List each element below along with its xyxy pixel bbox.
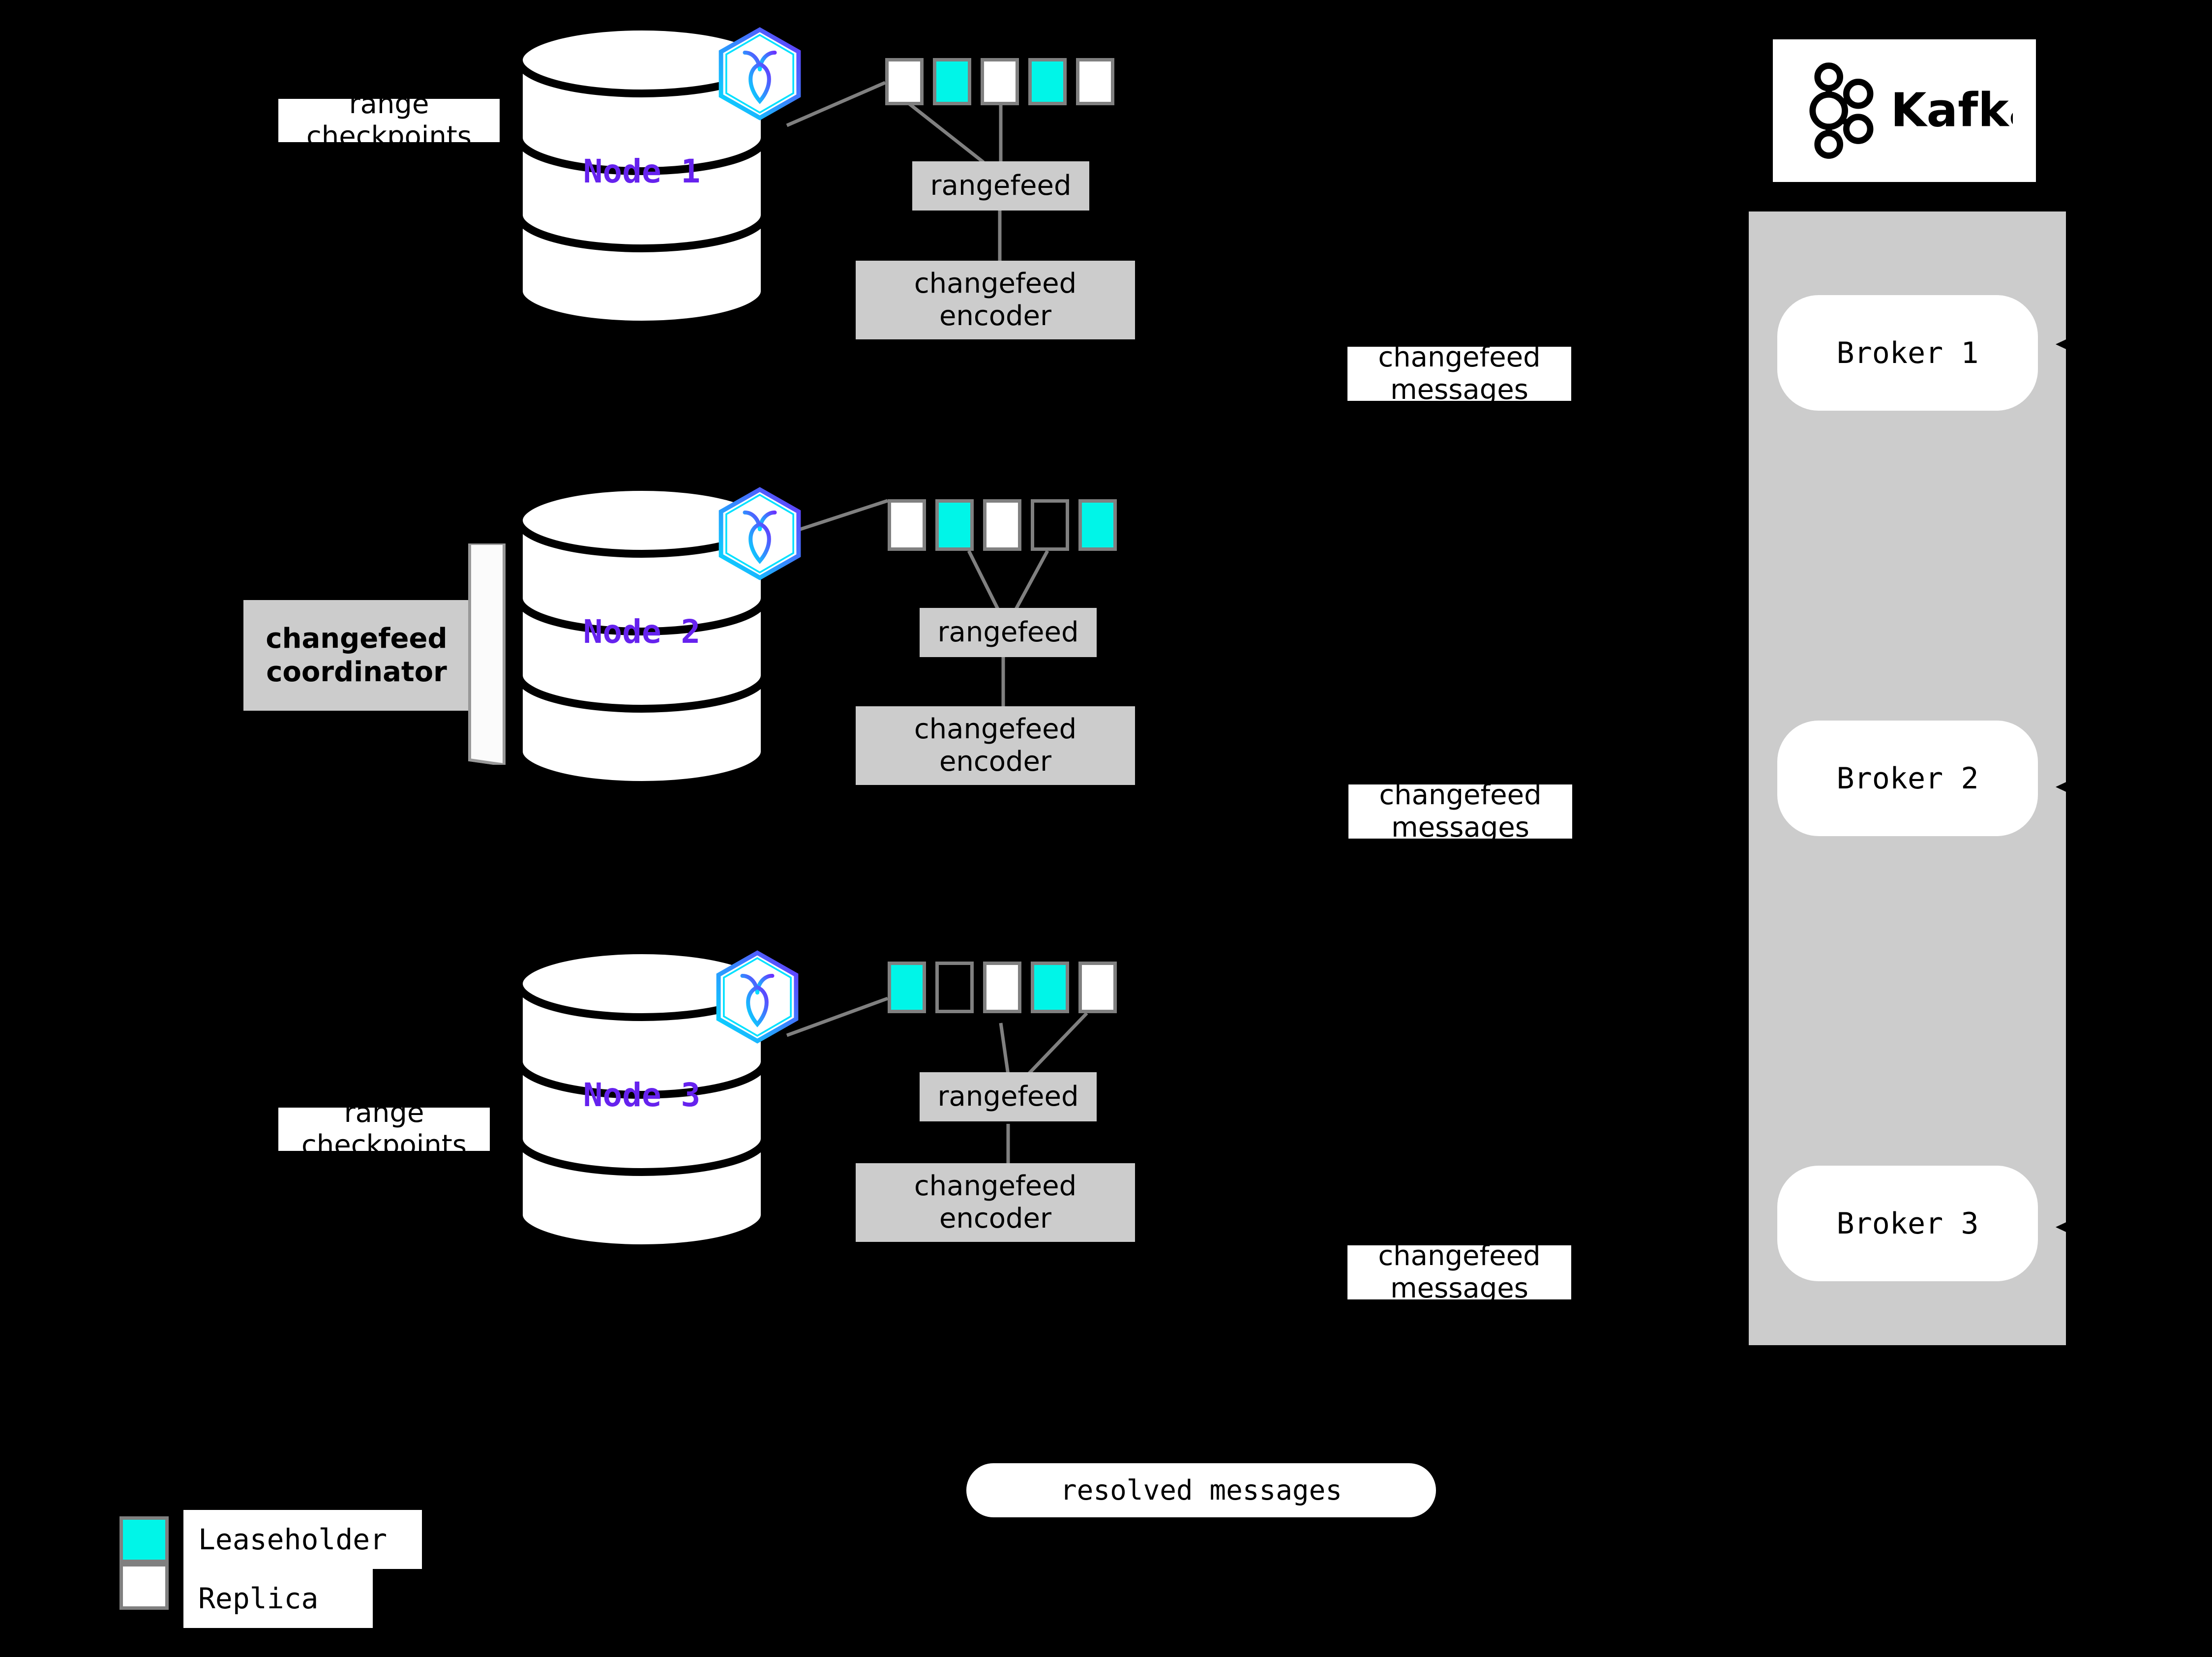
node-1-label: Node 1	[583, 152, 701, 190]
range-box[interactable]	[888, 962, 926, 1013]
node-2-changefeed-coordinator-callout	[243, 542, 519, 767]
range-box[interactable]	[1078, 962, 1117, 1013]
kafka-logo-text: Kafka	[1890, 83, 2013, 137]
node-2-cylinder: Node 2	[514, 483, 770, 789]
legend-swatch-leaseholder	[120, 1516, 169, 1563]
range-box[interactable]	[885, 58, 924, 105]
changefeed-messages-label-2: changefeed messages	[1348, 784, 1572, 839]
arrow-head-broker-1	[2056, 337, 2071, 352]
legend-label-leaseholder: Leaseholder	[183, 1510, 422, 1569]
node-1-range-strip	[885, 58, 1124, 105]
node-1-range-checkpoints-label: range checkpoints	[278, 99, 500, 142]
cockroachdb-logo-icon	[713, 950, 802, 1044]
node-1-cylinder: Node 1	[514, 23, 770, 329]
range-box[interactable]	[933, 58, 971, 105]
range-box[interactable]	[1028, 58, 1067, 105]
node-2-changefeed-encoder-box[interactable]: changefeed encoder	[856, 706, 1135, 785]
cockroachdb-logo-icon	[716, 27, 804, 121]
range-box[interactable]	[935, 962, 974, 1013]
node-1-rangefeed-box[interactable]: rangefeed	[912, 161, 1089, 211]
node-2-range-strip	[888, 499, 1126, 551]
node-2-coordinator-label: changefeed coordinator	[266, 623, 448, 688]
node-3-cylinder: Node 3	[514, 946, 770, 1252]
range-box[interactable]	[1078, 499, 1117, 551]
range-box[interactable]	[981, 58, 1019, 105]
kafka-inbound-arrows	[2056, 337, 2071, 1235]
arrow-head-broker-2	[2056, 780, 2071, 794]
range-box[interactable]	[935, 499, 974, 551]
range-box[interactable]	[1031, 962, 1069, 1013]
legend-label-replica: Replica	[183, 1569, 373, 1628]
node-3-range-checkpoints-label: range checkpoints	[278, 1108, 490, 1151]
node-3-changefeed-encoder-box[interactable]: changefeed encoder	[856, 1163, 1135, 1242]
changefeed-messages-label-1: changefeed messages	[1347, 347, 1571, 401]
kafka-logo-icon: Kafka	[1809, 62, 2013, 159]
arrow-head-broker-3	[2056, 1220, 2071, 1235]
broker-2[interactable]: Broker 2	[1777, 721, 2038, 836]
broker-1[interactable]: Broker 1	[1777, 295, 2038, 411]
cockroachdb-logo-icon	[716, 487, 804, 580]
node-1-changefeed-encoder-box[interactable]: changefeed encoder	[856, 261, 1135, 339]
node-2-label: Node 2	[583, 613, 701, 651]
kafka-logo-box: Kafka	[1773, 39, 2036, 182]
range-box[interactable]	[983, 962, 1021, 1013]
node-3-label: Node 3	[583, 1076, 701, 1114]
changefeed-messages-label-3: changefeed messages	[1347, 1245, 1571, 1299]
legend-swatch-replica	[120, 1563, 169, 1610]
range-box[interactable]	[1031, 499, 1069, 551]
range-box[interactable]	[1076, 58, 1114, 105]
resolved-messages-pill[interactable]: resolved messages	[966, 1463, 1436, 1517]
node-2-rangefeed-box[interactable]: rangefeed	[920, 608, 1097, 657]
broker-3[interactable]: Broker 3	[1777, 1166, 2038, 1281]
range-box[interactable]	[888, 499, 926, 551]
node-3-range-strip	[888, 962, 1126, 1013]
node-3-rangefeed-box[interactable]: rangefeed	[920, 1072, 1097, 1121]
range-box[interactable]	[983, 499, 1021, 551]
